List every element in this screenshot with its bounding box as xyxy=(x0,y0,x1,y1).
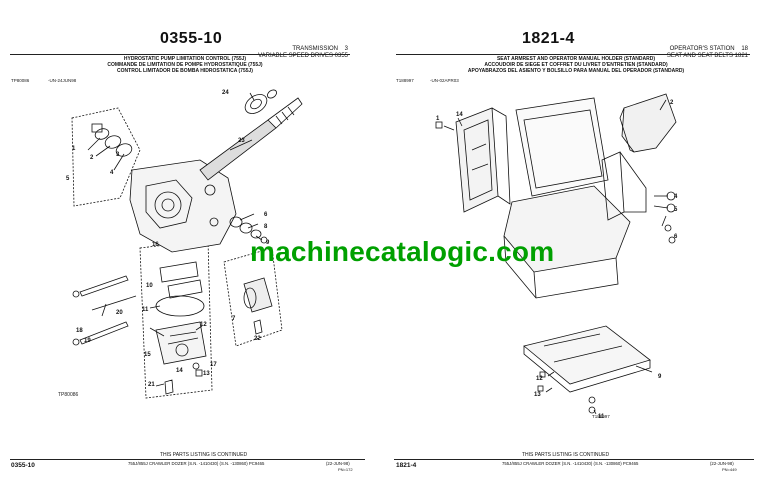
left-continued-note: THIS PARTS LISTING IS CONTINUED xyxy=(160,452,248,458)
right-section-number: 18 xyxy=(741,46,748,52)
left-title-en: HYDROSTATIC PUMP LIMITATION CONTROL (755… xyxy=(123,56,247,62)
left-callout-labels: 1 2 3 4 5 6 7 8 9 10 11 12 13 14 15 16 1… xyxy=(66,90,270,388)
right-title-fr: ACCOUDOIR DE SIEGE ET COFFRET DU LIVRET … xyxy=(484,62,668,68)
left-title-fr: COMMANDE DE LIMITATION DE POMPE HYDROSTA… xyxy=(107,62,263,68)
right-screw-14 xyxy=(435,121,443,129)
left-solenoid xyxy=(243,277,273,313)
right-fig-ref-bottom: T188997 xyxy=(592,414,610,419)
right-callout-12: 12 xyxy=(536,376,543,382)
left-header-rule xyxy=(10,54,350,55)
right-fig-date: -UN-02APR03 xyxy=(430,78,459,83)
right-callout-14a: 14 xyxy=(456,112,463,118)
left-footer-model: 755J/855J CRAWLER DOZER (S.N. -1410430) … xyxy=(128,461,265,466)
right-footer-page: 1821-4 xyxy=(396,462,417,469)
right-group-name: SEAT AND SEAT BELTS 1821 xyxy=(666,53,748,59)
left-callout-18: 18 xyxy=(76,328,83,334)
left-callout-8: 8 xyxy=(264,224,268,230)
left-drive-shaft xyxy=(199,119,277,181)
left-callout-23: 23 xyxy=(238,138,245,144)
right-footer-model: 755J/855J CRAWLER DOZER (S.N. -1410430) … xyxy=(502,461,639,466)
left-section-header: TRANSMISSION 3 VARIABLE SPEED DRIVES 035… xyxy=(258,46,348,60)
right-callout-4: 4 xyxy=(674,194,678,200)
left-group-name: VARIABLE SPEED DRIVES 0355 xyxy=(258,53,348,59)
right-callout-11: 11 xyxy=(598,414,605,420)
left-callout-5: 5 xyxy=(66,176,70,182)
left-control-cover xyxy=(159,261,199,283)
right-page-number: 1821-4 xyxy=(522,30,575,47)
left-callout-9: 9 xyxy=(266,240,270,246)
right-callout-2: 2 xyxy=(670,100,674,106)
right-footer-rule xyxy=(394,459,754,460)
left-callout-20: 20 xyxy=(116,310,123,316)
right-callout-1: 1 xyxy=(436,116,440,122)
left-callout-1: 1 xyxy=(72,146,76,152)
left-callout-4: 4 xyxy=(110,170,114,176)
left-callout-7: 7 xyxy=(232,316,236,322)
left-page-number: 0355-10 xyxy=(160,30,223,47)
right-section-header: OPERATOR'S STATION 18 SEAT AND SEAT BELT… xyxy=(667,46,748,60)
right-base-plate xyxy=(523,325,651,385)
right-footer-date: (22-JUN-98) xyxy=(710,461,734,466)
left-callout-17: 17 xyxy=(210,362,217,368)
left-callout-10: 10 xyxy=(146,283,153,289)
right-callout-13: 13 xyxy=(534,392,541,398)
left-callout-16: 16 xyxy=(152,242,159,248)
left-fig-ref-bottom: TP80086 xyxy=(58,392,79,398)
left-catalog-page: 0355-10 TRANSMISSION 3 VARIABLE SPEED DR… xyxy=(10,30,365,472)
left-callout-22: 22 xyxy=(254,336,261,342)
left-footer-rule xyxy=(10,459,365,460)
left-section-number: 3 xyxy=(344,46,348,52)
watermark-text: machinecatalogic.com xyxy=(250,236,555,267)
left-section-name: TRANSMISSION xyxy=(292,46,338,52)
left-callout-6: 6 xyxy=(264,212,268,218)
right-callout-6: 6 xyxy=(674,234,678,240)
right-armrest xyxy=(621,93,677,153)
left-inset-box-seal-kit xyxy=(71,107,141,207)
right-callout-5: 5 xyxy=(674,207,678,213)
left-callout-3: 3 xyxy=(116,152,120,158)
left-inset-box-solenoid xyxy=(223,247,283,347)
left-footer-page: 0355-10 xyxy=(11,462,35,469)
right-title-es: APOYABRAZOS DEL ASIENTO Y BOLSILLO PARA … xyxy=(467,68,685,74)
left-callout-11: 11 xyxy=(142,307,149,313)
right-title-block: SEAT ARMREST AND OPERATOR MANUAL HOLDER … xyxy=(406,56,746,74)
left-bearing xyxy=(244,94,268,114)
right-title-en: SEAT ARMREST AND OPERATOR MANUAL HOLDER … xyxy=(496,56,656,62)
right-seat-back xyxy=(515,97,609,197)
left-callout-24: 24 xyxy=(222,90,229,96)
left-exploded-diagram: 1 2 3 4 5 6 7 8 9 10 11 12 13 14 15 16 1… xyxy=(66,89,303,399)
left-title-es: CONTROL LIMITADOR DE BOMBA HIDROSTATICA … xyxy=(117,68,253,74)
right-catalog-page: 1821-4 OPERATOR'S STATION 18 SEAT AND SE… xyxy=(384,0,768,497)
right-fig-ref: T188997 xyxy=(396,78,414,83)
left-fig-ref: TP80086 xyxy=(11,78,30,83)
left-callout-14: 14 xyxy=(176,368,183,374)
left-plug xyxy=(164,379,174,395)
left-callout-21: 21 xyxy=(148,382,155,388)
left-callout-15: 15 xyxy=(144,352,151,358)
left-title-block: HYDROSTATIC PUMP LIMITATION CONTROL (755… xyxy=(20,56,350,74)
left-callout-19: 19 xyxy=(84,338,91,344)
left-callout-12: 12 xyxy=(200,322,207,328)
right-header-rule xyxy=(396,54,750,55)
right-continued-note: THIS PARTS LISTING IS CONTINUED xyxy=(522,452,610,458)
left-inset-box-control-valve xyxy=(139,239,213,399)
right-section-name: OPERATOR'S STATION xyxy=(669,46,735,52)
right-callout-labels: 14 1 2 4 5 6 9 11 12 13 xyxy=(436,100,678,420)
left-bolt-long xyxy=(79,275,129,297)
left-footer-date: (22-JUN-98) xyxy=(326,461,350,466)
left-o-ring xyxy=(155,295,205,317)
left-callout-2: 2 xyxy=(90,155,94,161)
left-footer-pn: PN=172 xyxy=(338,467,353,472)
right-callout-9: 9 xyxy=(658,374,662,380)
left-callout-13: 13 xyxy=(203,371,210,377)
right-footer-pn: PN=449 xyxy=(722,467,737,472)
right-exploded-diagram: 14 1 2 4 5 6 9 11 12 13 xyxy=(435,93,678,420)
left-fig-date: -UN-24JUN98 xyxy=(48,78,77,83)
